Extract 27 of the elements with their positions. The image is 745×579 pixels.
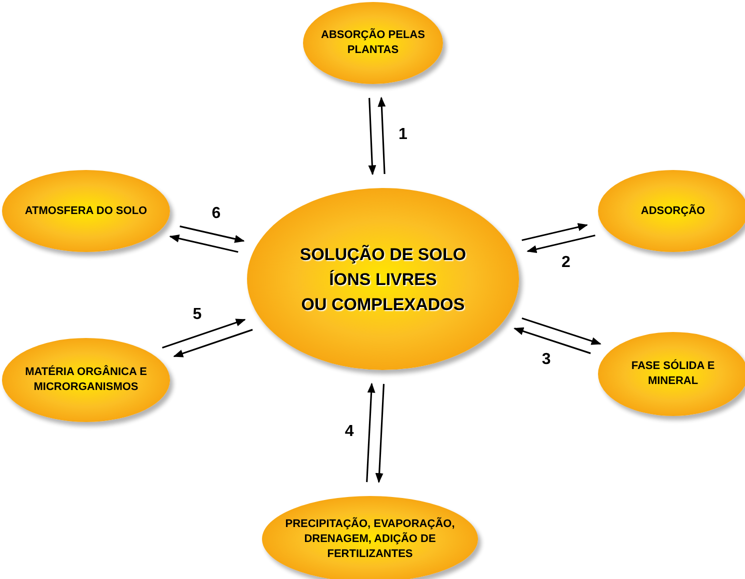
edge-label: 4	[344, 422, 354, 442]
node-label: ATMOSFERA DO SOLO	[24, 204, 148, 218]
node-label: PRECIPITAÇÃO, EVAPORAÇÃO, DRENAGEM, ADIÇÃO DE FERTILIZANTES	[284, 516, 456, 562]
node-label: ADSORÇÃO	[640, 204, 706, 218]
node-label: ABSORÇÃO PELAS PLANTAS	[320, 28, 426, 58]
arrow	[514, 327, 591, 354]
edge-label: 6	[212, 204, 221, 224]
arrow	[173, 328, 253, 358]
node-label: SOLUÇÃO DE SOLO	[300, 244, 466, 266]
arrow	[522, 317, 602, 345]
arrow	[162, 318, 246, 348]
arrow	[375, 384, 385, 484]
node-label: MATÉRIA ORGÂNICA E MICRORGANISMOS	[24, 365, 148, 395]
arrow	[378, 96, 386, 174]
arrow	[526, 234, 596, 254]
node-label: FASE SÓLIDA E MINERAL	[630, 359, 716, 389]
arrow	[522, 223, 588, 242]
edge-label: 1	[398, 125, 408, 146]
node-label: ÍONS LIVRES	[329, 268, 437, 290]
arrow	[180, 226, 245, 243]
node-label: OU COMPLEXADOS	[301, 294, 465, 316]
arrow	[368, 98, 376, 176]
edge-label: 2	[562, 252, 570, 273]
edge-label: 3	[542, 350, 551, 370]
arrow	[169, 234, 238, 253]
edge-label: 5	[192, 304, 202, 325]
arrow	[366, 382, 376, 482]
